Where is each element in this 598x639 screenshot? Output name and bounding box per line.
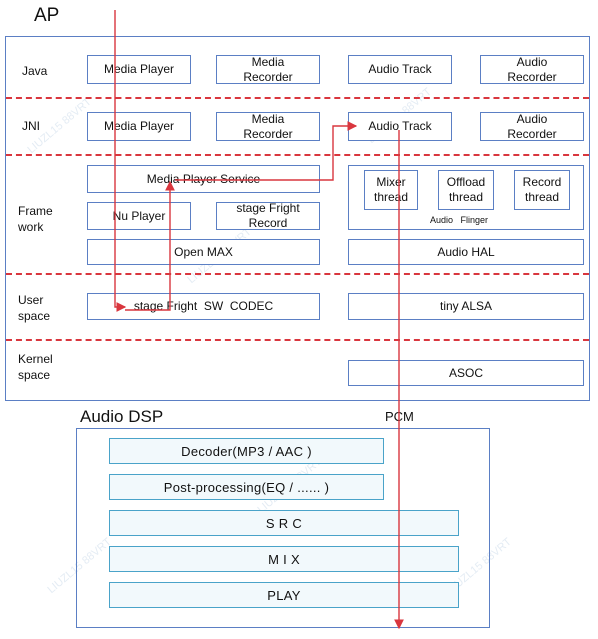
media-player-service: Media Player Service	[87, 165, 320, 193]
layer-label-jni: JNI	[22, 119, 40, 133]
stagefright-record: stage Fright Record	[216, 201, 320, 230]
layer-label-kernel-space: Kernel space	[18, 352, 53, 382]
layer-divider	[6, 339, 589, 341]
layer-label-user-space: User space	[18, 293, 51, 323]
flow-arrow-codec-up	[125, 180, 175, 311]
java-audio-track: Audio Track	[348, 55, 452, 84]
java-media-player: Media Player	[87, 55, 191, 84]
tiny-alsa: tiny ALSA	[348, 293, 584, 320]
ap-title: AP	[34, 5, 60, 26]
layer-label-java: Java	[22, 64, 48, 78]
dsp-mix: M I X	[109, 546, 459, 572]
layer-divider	[6, 97, 589, 99]
asoc: ASOC	[348, 360, 584, 386]
stagefright-sw-codec: stage Fright SW CODEC	[87, 293, 320, 320]
ap-frame	[5, 36, 590, 401]
audio-hal: Audio HAL	[348, 239, 584, 265]
dsp-post-processing: Post-processing(EQ / ...... )	[109, 474, 384, 500]
jni-audio-track: Audio Track	[348, 112, 452, 141]
java-audio-recorder: Audio Recorder	[480, 55, 584, 84]
audio-flinger-group	[348, 165, 584, 230]
dsp-play: PLAY	[109, 582, 459, 608]
audio-dsp-title: Audio DSP	[80, 407, 164, 426]
dsp-decoder: Decoder(MP3 / AAC )	[109, 438, 384, 464]
nu-player: Nu Player	[87, 202, 191, 230]
jni-media-player: Media Player	[87, 112, 191, 141]
audio-dsp-frame	[76, 428, 490, 628]
flow-arrow-playback	[114, 10, 127, 312]
jni-media-recorder: Media Recorder	[216, 112, 320, 141]
layer-divider	[6, 273, 589, 275]
jni-audio-recorder: Audio Recorder	[480, 112, 584, 141]
open-max: Open MAX	[87, 239, 320, 265]
layer-label-framework: Frame work	[18, 204, 53, 234]
java-media-recorder: Media Recorder	[216, 55, 320, 84]
flow-arrow-service-to-track	[175, 121, 358, 181]
audio-flinger-label: Audio Flinger	[430, 215, 489, 225]
offload-thread: Offload thread	[438, 170, 494, 210]
record-thread: Record thread	[514, 170, 570, 210]
dsp-src: S R C	[109, 510, 459, 536]
layer-divider	[6, 154, 589, 156]
